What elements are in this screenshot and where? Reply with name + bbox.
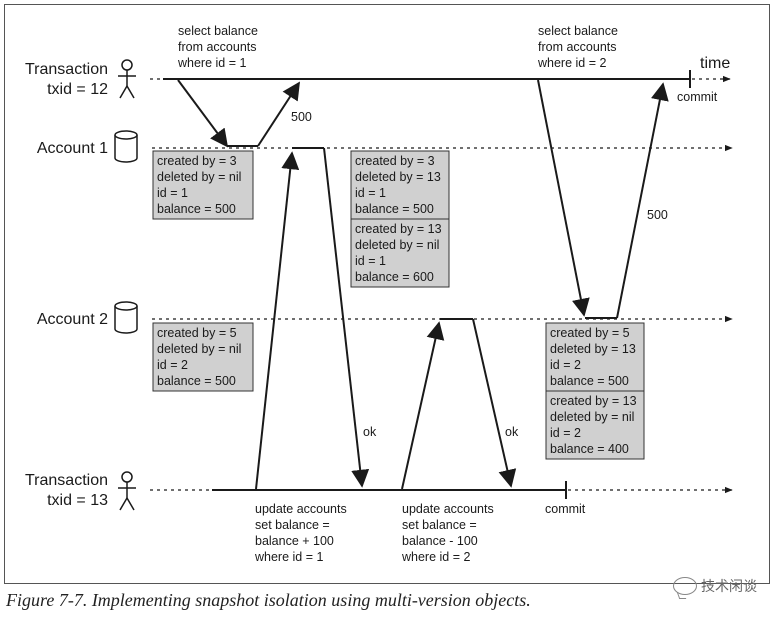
select1-line1: select balance: [178, 24, 258, 38]
version-line: id = 2: [550, 358, 581, 372]
version-line: created by = 13: [355, 222, 442, 236]
version-line: balance = 500: [550, 374, 629, 388]
version-line: balance = 400: [550, 442, 629, 456]
version-line: balance = 500: [157, 202, 236, 216]
version-line: deleted by = nil: [157, 342, 241, 356]
update2-response-arrow: [472, 318, 517, 488]
version-line: balance = 500: [157, 374, 236, 388]
select1-response-arrow: [257, 81, 300, 147]
update1-line1: update accounts: [255, 502, 347, 516]
version-line: id = 1: [355, 254, 386, 268]
account1-database-icon: [114, 130, 138, 163]
update2-line3: balance - 100: [402, 534, 478, 548]
select2-line3: where id = 2: [537, 56, 606, 70]
version-line: balance = 500: [355, 202, 434, 216]
select1-query: select balance from accounts where id = …: [177, 24, 258, 70]
update1-line3: balance + 100: [255, 534, 334, 548]
snapshot-isolation-diagram: Transaction txid = 12 Transaction txid =…: [25, 24, 733, 564]
txn13-commit-label: commit: [545, 502, 586, 516]
update1-response-label: ok: [363, 425, 377, 439]
version-line: created by = 3: [157, 154, 237, 168]
update1-response-arrow: [323, 147, 370, 488]
version-line: created by = 13: [550, 394, 637, 408]
select2-line2: from accounts: [538, 40, 617, 54]
txn13-label-line2: txid = 13: [47, 492, 108, 509]
update2-line1: update accounts: [402, 502, 494, 516]
txn13-stick-figure-icon: [118, 471, 136, 511]
version-line: created by = 5: [550, 326, 630, 340]
account2-version-old: created by = 5 deleted by = 13 id = 2 ba…: [545, 322, 645, 392]
account2-version-initial: created by = 5 deleted by = nil id = 2 b…: [152, 322, 254, 392]
account1-label: Account 1: [37, 140, 108, 157]
account1-version-initial: created by = 3 deleted by = nil id = 1 b…: [152, 150, 254, 220]
select1-line3: where id = 1: [177, 56, 246, 70]
chat-bubble-icon: [673, 577, 697, 595]
txn12-label-line1: Transaction: [25, 61, 108, 78]
select2-response-arrow: [616, 82, 669, 319]
update2-response-label: ok: [505, 425, 519, 439]
update2-line4: where id = 2: [401, 550, 470, 564]
account2-label: Account 2: [37, 311, 108, 328]
account2-database-icon: [114, 301, 138, 334]
version-line: deleted by = nil: [157, 170, 241, 184]
update2-request-arrow: [401, 321, 445, 490]
account1-version-new: created by = 13 deleted by = nil id = 1 …: [350, 218, 450, 288]
version-line: balance = 600: [355, 270, 434, 284]
time-axis-label: time: [700, 55, 730, 72]
update2-line2: set balance =: [402, 518, 477, 532]
figure-caption: Figure 7-7. Implementing snapshot isolat…: [6, 590, 531, 610]
select2-response-label: 500: [647, 208, 668, 222]
txn12-stick-figure-icon: [118, 59, 136, 99]
account2-version-new: created by = 13 deleted by = nil id = 2 …: [545, 390, 645, 460]
select1-line2: from accounts: [178, 40, 257, 54]
select2-line1: select balance: [538, 24, 618, 38]
update2-query: update accounts set balance = balance - …: [401, 502, 494, 564]
watermark: 技术闲谈: [673, 576, 757, 596]
account1-version-old: created by = 3 deleted by = 13 id = 1 ba…: [350, 150, 450, 220]
update1-line4: where id = 1: [254, 550, 323, 564]
update1-line2: set balance =: [255, 518, 330, 532]
version-line: created by = 5: [157, 326, 237, 340]
select2-request-arrow: [537, 79, 590, 317]
update1-request-arrow: [255, 151, 300, 490]
txn13-label-line1: Transaction: [25, 472, 108, 489]
select2-query: select balance from accounts where id = …: [537, 24, 618, 70]
version-line: deleted by = nil: [355, 238, 439, 252]
watermark-text: 技术闲谈: [701, 579, 757, 595]
version-line: id = 2: [157, 358, 188, 372]
select1-request-arrow: [177, 79, 229, 148]
select1-response-label: 500: [291, 110, 312, 124]
version-line: deleted by = nil: [550, 410, 634, 424]
version-line: created by = 3: [355, 154, 435, 168]
version-line: id = 1: [157, 186, 188, 200]
version-line: deleted by = 13: [550, 342, 636, 356]
txn12-commit-label: commit: [677, 90, 718, 104]
update1-query: update accounts set balance = balance + …: [254, 502, 347, 564]
version-line: id = 1: [355, 186, 386, 200]
txn12-label-line2: txid = 12: [47, 81, 108, 98]
version-line: deleted by = 13: [355, 170, 441, 184]
version-line: id = 2: [550, 426, 581, 440]
